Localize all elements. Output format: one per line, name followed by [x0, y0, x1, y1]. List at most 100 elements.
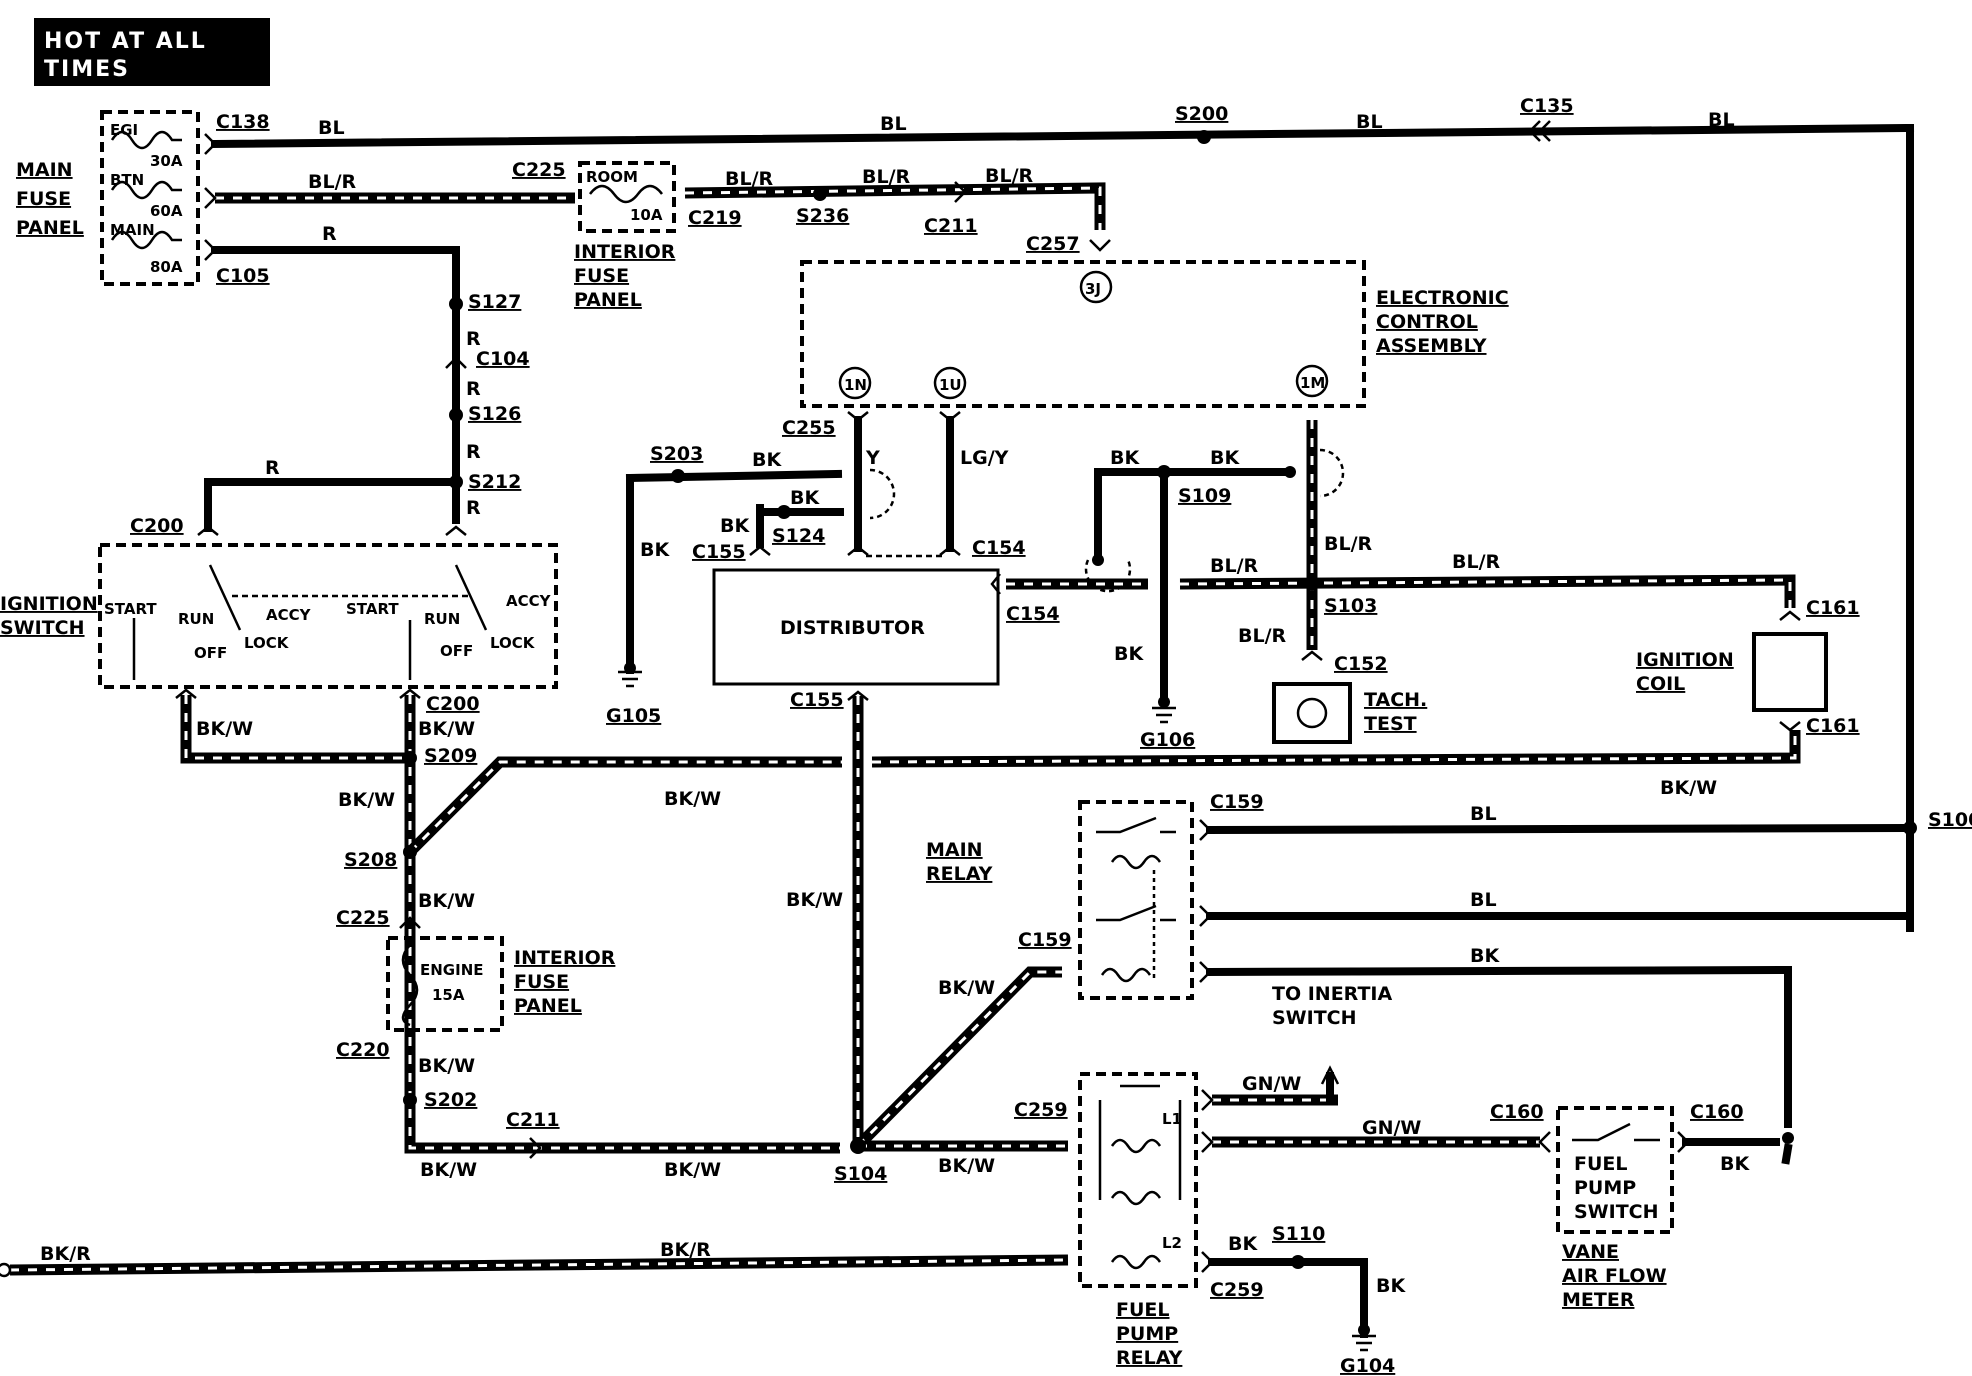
wire-bkw-2: BK/W — [418, 718, 475, 740]
c138-label: C138 — [216, 111, 270, 133]
interior-fuse-bottom-label-2: FUSE — [514, 971, 569, 993]
c160-right-label: C160 — [1690, 1101, 1744, 1123]
sw1-run: RUN — [178, 610, 214, 628]
s124-label: S124 — [772, 525, 825, 547]
fuel-pump-relay-label-1: FUEL — [1116, 1299, 1170, 1321]
wire-bkw-5: BK/W — [418, 890, 475, 912]
wire-bkw-10: BK/W — [786, 889, 843, 911]
interior-fuse-top-label-2: FUSE — [574, 265, 629, 287]
wire-bk-1: BK — [752, 449, 782, 471]
wire-gnw-1: GN/W — [1242, 1073, 1301, 1095]
wire-r: R C105 S127 R C104 R S126 R R S212 R C20… — [130, 223, 530, 537]
relay-l1: L1 — [1162, 1110, 1182, 1128]
c154-bottom-label: C154 — [1006, 603, 1060, 625]
distributor-signal-wires: S203 BK BK BK BK S124 C155 C255 Y LG/Y C… — [625, 411, 1026, 674]
c219-label: C219 — [688, 207, 742, 229]
s127-label: S127 — [468, 291, 521, 313]
wire-bk-11: BK — [1720, 1153, 1750, 1175]
interior-fuse-panel-bottom: ENGINE 15A INTERIOR FUSE PANEL — [386, 936, 616, 1032]
fuse-egi-amp: 30A — [150, 152, 183, 170]
electronic-control-assembly: 3J 1N 1U 1M ELECTRONIC CONTROL ASSEMBLY — [800, 260, 1509, 408]
c159-mid-label: C159 — [1018, 929, 1072, 951]
wire-blr-5: BL/R — [1324, 533, 1373, 555]
c225-bottom-label: C225 — [336, 907, 390, 929]
ground-g105: G105 — [606, 662, 661, 727]
distributor-label: DISTRIBUTOR — [780, 617, 925, 639]
sw2-accy: ACCY — [506, 592, 552, 610]
s103-label: S103 — [1324, 595, 1377, 617]
ground-g104: G104 — [1340, 1324, 1395, 1376]
wire-bl-5: BL — [1470, 803, 1497, 825]
s203-label: S203 — [650, 443, 703, 465]
g106-label: G106 — [1140, 729, 1195, 751]
vane-meter-label-2: AIR FLOW — [1562, 1265, 1667, 1287]
wire-bkw-1: BK/W — [196, 718, 253, 740]
eca-label-2: CONTROL — [1376, 311, 1478, 333]
wire-blr-7: BL/R — [1452, 551, 1501, 573]
fuel-pump-switch: FUEL PUMP SWITCH C160 C160 BK VANE AIR F… — [1490, 1101, 1794, 1311]
c200-bottom-label: C200 — [426, 693, 480, 715]
wire-bl-2: BL — [880, 113, 907, 135]
wire-bkw-3: BK/W — [338, 789, 395, 811]
ignition-switch: IGNITION SWITCH START RUN ACCY OFF LOCK … — [0, 543, 558, 689]
sw1-off: OFF — [194, 644, 227, 662]
pin-3j: 3J — [1085, 280, 1101, 298]
wire-blr-top: BL/R C225 BL/R BL/R BL/R C219 S236 C211 … — [204, 159, 1111, 255]
sw2-start: START — [346, 600, 399, 618]
c159-top-label: C159 — [1210, 791, 1264, 813]
fuel-pump-switch-label-1: FUEL — [1574, 1153, 1628, 1175]
s104-label: S104 — [834, 1163, 887, 1185]
wire-blr-8: BL/R — [1238, 625, 1287, 647]
wire-r-4: R — [466, 441, 481, 463]
wire-r-1: R — [322, 223, 337, 245]
fuel-pump-relay-label-3: RELAY — [1116, 1347, 1183, 1369]
fuse-btn-label: BTN — [110, 171, 144, 189]
interior-fuse-bottom-label-1: INTERIOR — [514, 947, 616, 969]
wire-bk-9: BK — [1228, 1233, 1258, 1255]
main-fuse-label-3: PANEL — [16, 217, 84, 239]
fuel-pump-switch-label-3: SWITCH — [1574, 1201, 1659, 1223]
sw1-accy: ACCY — [266, 606, 312, 624]
g105-label: G105 — [606, 705, 661, 727]
fuse-main-label: MAIN — [110, 221, 155, 239]
wire-bl-top: C138 BL BL S200 BL C135 BL — [204, 95, 1915, 932]
wire-bl-4: BL — [1708, 109, 1735, 131]
wire-bkr-bottom: BK/R BK/R — [0, 1239, 1069, 1278]
wire-bkw-8: BK/W — [664, 1159, 721, 1181]
c135-label: C135 — [1520, 95, 1574, 117]
c259-bottom-label: C259 — [1210, 1279, 1264, 1301]
pin-1n: 1N — [844, 376, 867, 394]
wire-bkw-9: BK/W — [1660, 777, 1717, 799]
main-fuse-label-1: MAIN — [16, 159, 73, 181]
ignition-coil-label-2: COIL — [1636, 673, 1685, 695]
eca-label-3: ASSEMBLY — [1376, 335, 1487, 357]
header-line1: HOT AT ALL — [44, 29, 207, 54]
s100-label: S100 — [1928, 809, 1972, 831]
c161-top-label: C161 — [1806, 597, 1860, 619]
s202-label: S202 — [424, 1089, 477, 1111]
ignition-coil-label-1: IGNITION — [1636, 649, 1734, 671]
ignition-coil: C161 C161 IGNITION COIL — [1636, 597, 1860, 737]
s126-label: S126 — [468, 403, 521, 425]
sw2-lock: LOCK — [490, 634, 536, 652]
s110-label: S110 — [1272, 1223, 1325, 1245]
c152-label: C152 — [1334, 653, 1388, 675]
header-box: HOT AT ALL TIMES — [34, 18, 270, 86]
wire-bk-5: BK — [1110, 447, 1140, 469]
vane-meter-label-1: VANE — [1562, 1241, 1619, 1263]
s208-label: S208 — [344, 849, 397, 871]
s209-label: S209 — [424, 745, 477, 767]
wire-bk-3: BK — [790, 487, 820, 509]
ignition-switch-label-1: IGNITION — [0, 593, 98, 615]
wire-gnw-2: GN/W — [1362, 1117, 1421, 1139]
main-relay-label-2: RELAY — [926, 863, 993, 885]
s212-label: S212 — [468, 471, 521, 493]
c105-label: C105 — [216, 265, 270, 287]
wire-bkw-11: BK/W — [938, 977, 995, 999]
sw2-off: OFF — [440, 642, 473, 660]
wire-bkw-6: BK/W — [418, 1055, 475, 1077]
wire-bkw-4: BK/W — [664, 788, 721, 810]
c211-bottom-label: C211 — [506, 1109, 560, 1131]
wire-bk-8: BK — [1470, 945, 1500, 967]
